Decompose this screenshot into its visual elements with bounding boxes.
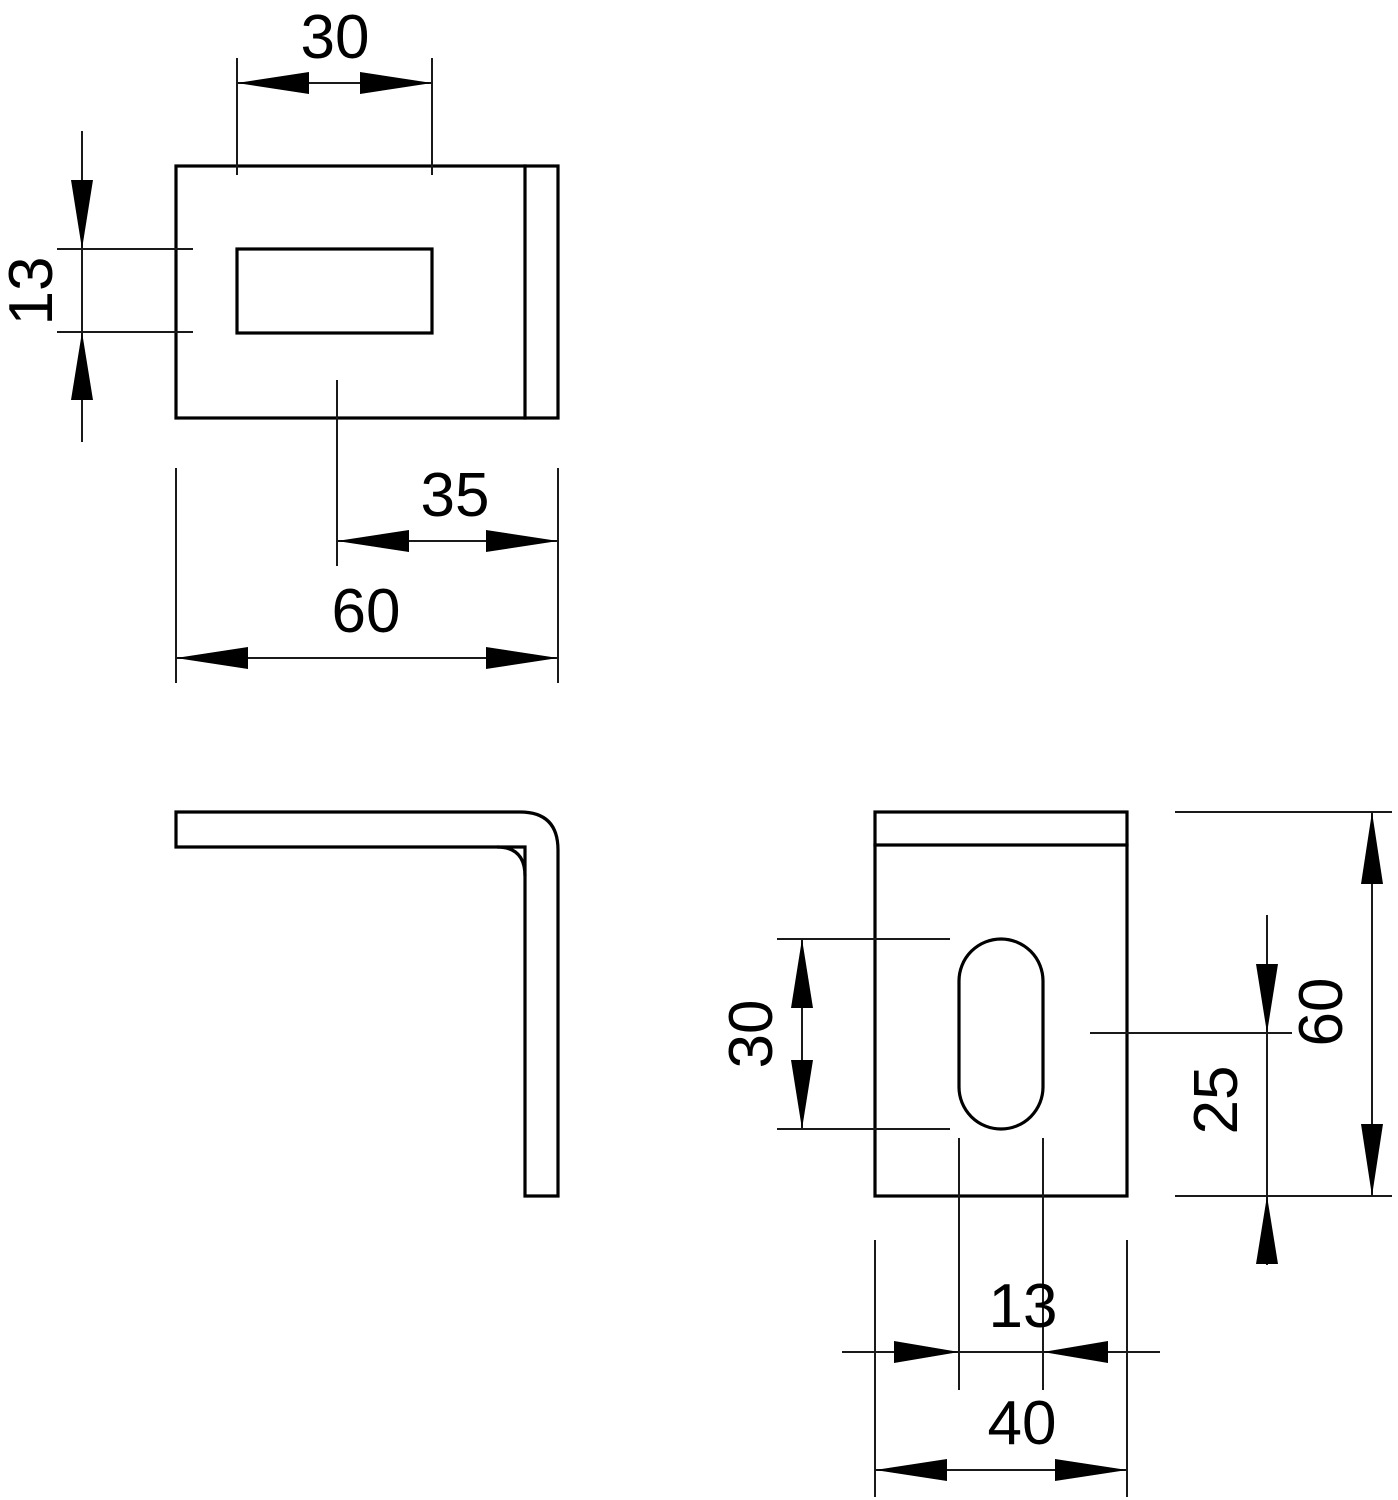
dim-front-60-arrow-bottom [1361,1124,1383,1196]
dim-front-40-label: 40 [988,1389,1057,1458]
dim-front-60-arrow-top [1361,812,1383,884]
dim-top-13-arrow-top [71,180,93,249]
dim-front-13-arrow-right [1043,1341,1108,1363]
dim-top-35-label: 35 [421,461,490,530]
side-view [174,810,560,1198]
front-view [873,810,1129,1198]
dim-front-40: 40 [874,1240,1128,1497]
front-view-oval-slot [957,937,1045,1131]
dim-top-30-label: 30 [301,3,370,72]
top-view-slot [235,247,434,335]
dim-top-60-label: 60 [332,577,401,646]
dim-front-60-label: 60 [1287,978,1356,1047]
top-view [174,164,560,420]
dim-front-25: 25 [1090,915,1292,1265]
side-view-inner-fillet [496,845,527,877]
dim-top-35-arrow-left [337,530,409,552]
dim-top-13-arrow-bottom [71,332,93,400]
dim-front-13-label: 13 [989,1272,1058,1341]
dim-front-13: 13 [842,1138,1160,1390]
dim-top-30-arrow-left [237,72,309,94]
front-view-outline [873,810,1129,1198]
dim-top-60: 60 [175,468,558,683]
dim-top-13: 13 [0,131,193,442]
dim-front-25-arrow-top [1256,964,1278,1033]
dim-front-30-arrow-top [791,939,813,1008]
dim-front-40-arrow-left [875,1459,947,1481]
dim-top-35: 35 [336,380,559,683]
dim-front-60: 60 [1175,811,1392,1197]
dim-top-60-arrow-right [486,647,558,669]
dim-top-60-arrow-left [176,647,248,669]
top-view-outline [174,164,560,420]
dim-top-30: 30 [236,3,433,175]
dim-top-13-label: 13 [0,257,66,326]
dim-top-35-arrow-right [486,530,558,552]
side-view-profile [174,810,560,1198]
dim-top-30-arrow-right [360,72,432,94]
dim-front-30-arrow-bottom [791,1060,813,1129]
dim-front-25-label: 25 [1182,1066,1251,1135]
dim-front-13-arrow-left [894,1341,959,1363]
dim-front-25-arrow-bottom [1256,1196,1278,1264]
dim-front-30: 30 [717,938,950,1130]
dim-front-30-label: 30 [717,1000,786,1069]
dim-front-40-arrow-right [1055,1459,1127,1481]
